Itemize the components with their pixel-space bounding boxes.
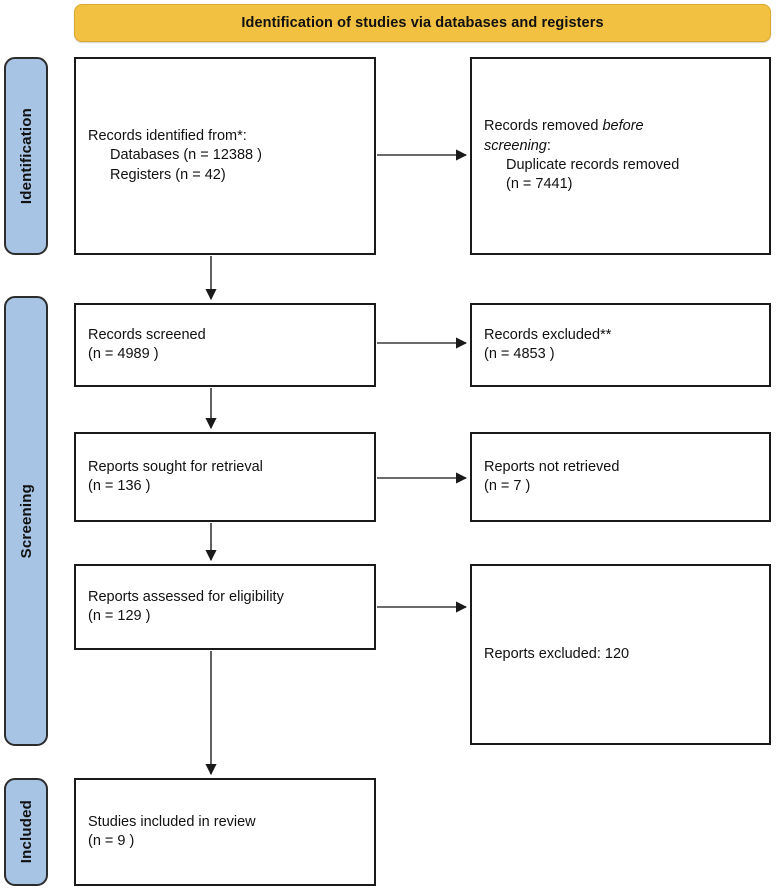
reports-not-retrieved-label: Reports not retrieved xyxy=(484,458,620,475)
box-records-removed: Records removed before screening: Duplic… xyxy=(470,57,771,255)
box-studies-included-content: Studies included in review (n = 9 ) xyxy=(76,813,374,852)
stage-label-identification: Identification xyxy=(4,57,48,255)
diagram-header-banner: Identification of studies via databases … xyxy=(74,4,771,42)
box-records-excluded-content: Records excluded** (n = 4853 ) xyxy=(472,326,769,365)
box-reports-not-retrieved-content: Reports not retrieved (n = 7 ) xyxy=(472,458,769,497)
records-screened-label: Records screened xyxy=(88,326,206,343)
studies-included-label: Studies included in review xyxy=(88,813,256,830)
box-reports-excluded-detail: Reports excluded: 120 xyxy=(470,564,771,745)
reports-sought-label: Reports sought for retrieval xyxy=(88,458,263,475)
records-removed-line1-prefix: Records removed xyxy=(484,118,603,135)
box-records-excluded: Records excluded** (n = 4853 ) xyxy=(470,303,771,387)
records-identified-registers: Registers (n = 42) xyxy=(110,166,226,183)
stage-label-included-text: Included xyxy=(17,800,35,864)
box-records-removed-content: Records removed before screening: Duplic… xyxy=(472,117,769,194)
records-removed-line2-colon: : xyxy=(546,137,551,154)
records-identified-databases: Databases (n = 12388 ) xyxy=(110,147,262,164)
records-screened-count: (n = 4989 ) xyxy=(88,346,159,362)
reports-assessed-count: (n = 129 ) xyxy=(88,608,151,624)
box-reports-sought: Reports sought for retrieval (n = 136 ) xyxy=(74,432,376,522)
box-records-identified-content: Records identified from*: Databases (n =… xyxy=(76,127,374,185)
records-removed-line1-italic: before xyxy=(602,118,644,135)
reports-sought-count: (n = 136 ) xyxy=(88,478,151,494)
stage-label-screening: Screening xyxy=(4,296,48,746)
box-records-screened-content: Records screened (n = 4989 ) xyxy=(76,326,374,365)
box-reports-sought-content: Reports sought for retrieval (n = 136 ) xyxy=(76,458,374,497)
box-reports-assessed: Reports assessed for eligibility (n = 12… xyxy=(74,564,376,650)
box-records-screened: Records screened (n = 4989 ) xyxy=(74,303,376,387)
stage-label-included: Included xyxy=(4,778,48,886)
box-records-identified: Records identified from*: Databases (n =… xyxy=(74,57,376,255)
stage-label-identification-text: Identification xyxy=(17,107,35,205)
reports-assessed-label: Reports assessed for eligibility xyxy=(88,588,284,605)
stage-label-screening-text: Screening xyxy=(17,483,35,559)
reports-not-retrieved-count: (n = 7 ) xyxy=(484,478,531,494)
box-studies-included: Studies included in review (n = 9 ) xyxy=(74,778,376,886)
records-identified-line1: Records identified from*: xyxy=(88,128,247,145)
box-reports-assessed-content: Reports assessed for eligibility (n = 12… xyxy=(76,588,374,627)
box-reports-not-retrieved: Reports not retrieved (n = 7 ) xyxy=(470,432,771,522)
studies-included-count: (n = 9 ) xyxy=(88,833,135,849)
records-excluded-count: (n = 4853 ) xyxy=(484,346,555,362)
records-removed-line2-italic: screening xyxy=(484,137,547,154)
diagram-title: Identification of studies via databases … xyxy=(241,15,604,31)
records-removed-duplicates-count: (n = 7441) xyxy=(506,176,573,193)
reports-excluded-detail-label: Reports excluded: 120 xyxy=(484,645,630,662)
records-removed-duplicates: Duplicate records removed xyxy=(506,157,680,173)
box-reports-excluded-detail-content: Reports excluded: 120 xyxy=(472,645,769,664)
records-excluded-label: Records excluded** xyxy=(484,326,612,343)
